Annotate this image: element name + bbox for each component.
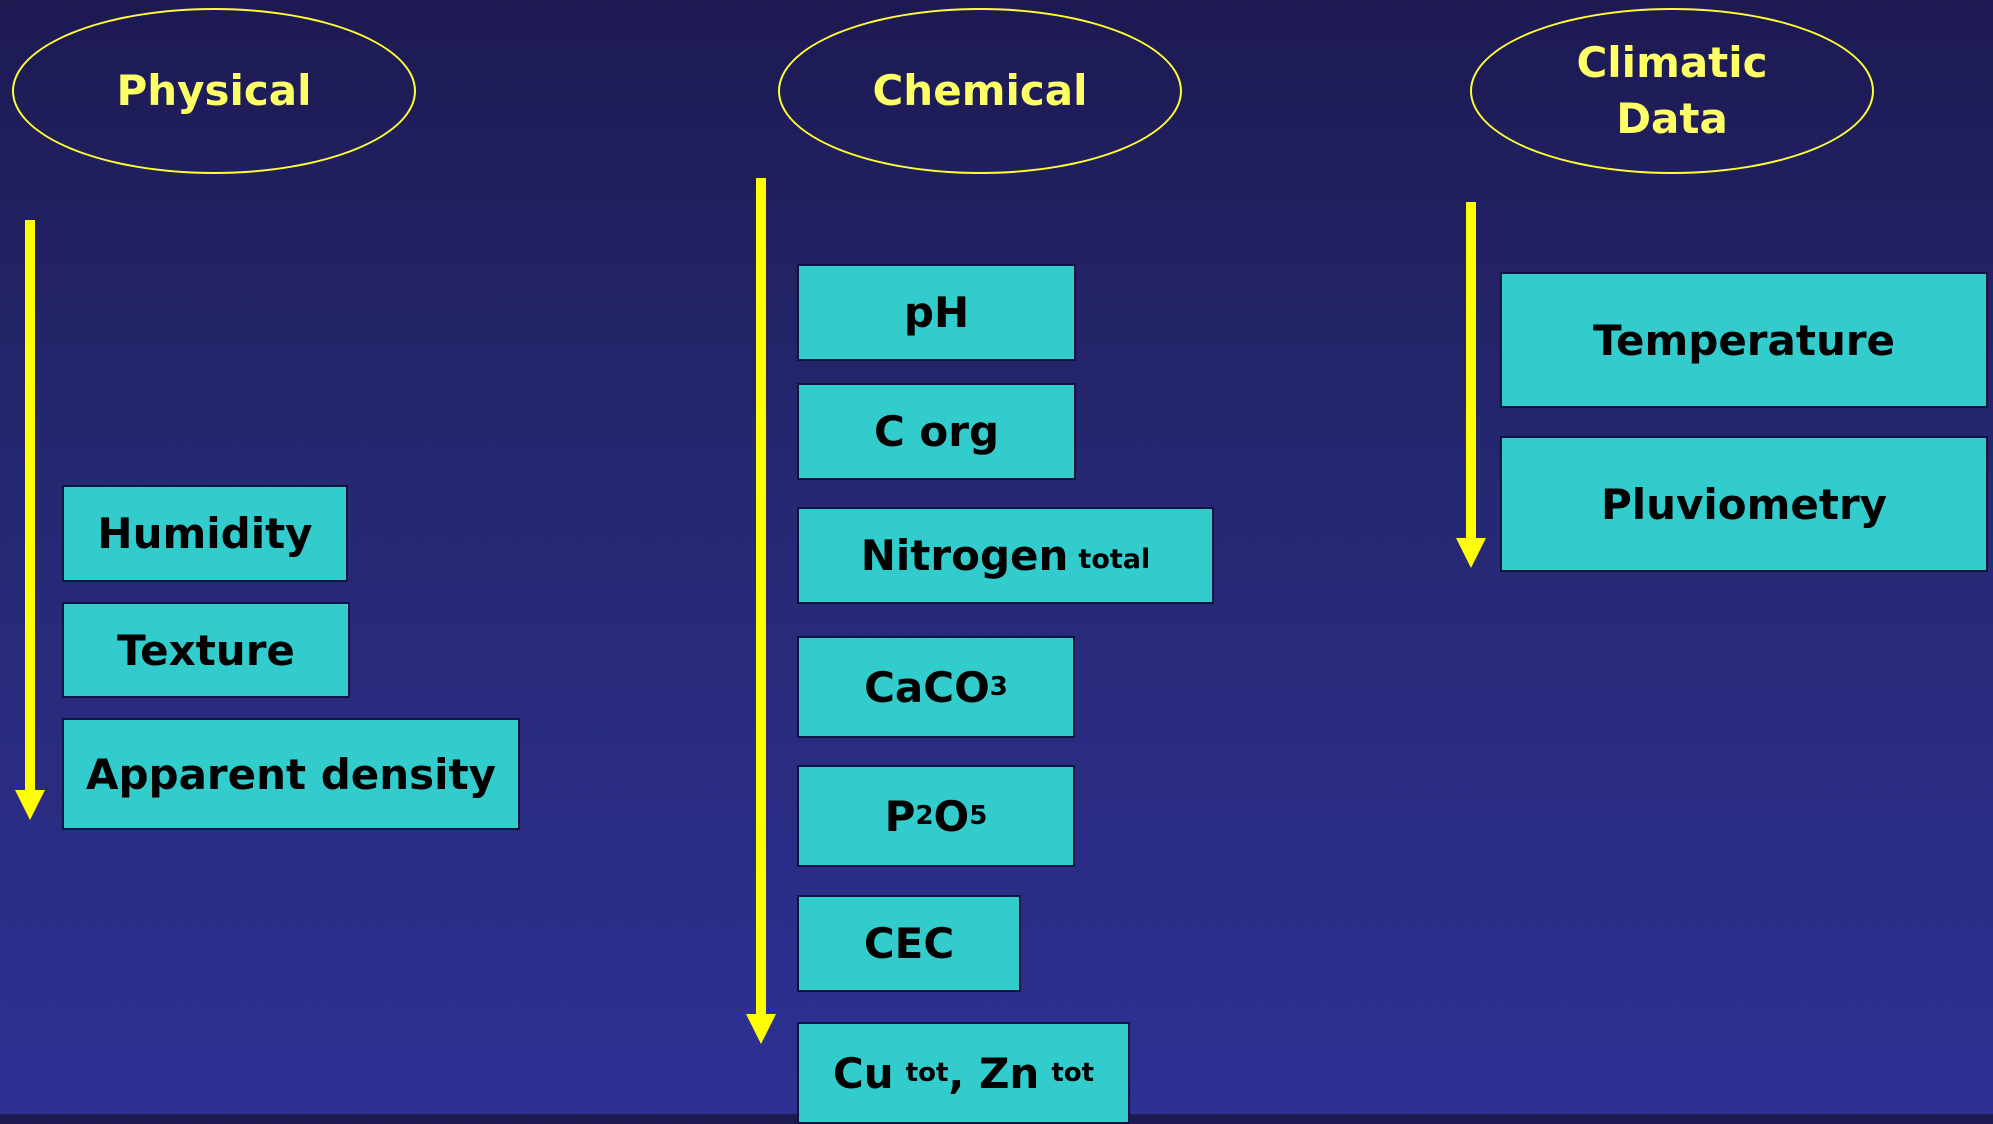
apparent-density-label: Apparent density (85, 749, 497, 799)
ph-box: pH (797, 264, 1076, 361)
cec-label: CEC (863, 919, 955, 968)
physical-header: Physical (12, 8, 416, 174)
pluviometry-label: Pluviometry (1600, 479, 1888, 529)
climatic-arrow (1451, 202, 1491, 568)
chemical-header: Chemical (778, 8, 1182, 174)
temperature-label: Temperature (1592, 315, 1896, 365)
ph-label: pH (903, 288, 970, 337)
humidity-box: Humidity (62, 485, 348, 582)
humidity-label: Humidity (97, 509, 313, 558)
chemical-title: Chemical (872, 66, 1088, 115)
nitrogen-label: Nitrogen (860, 531, 1069, 580)
physical-arrow (10, 220, 50, 820)
texture-box: Texture (62, 602, 350, 698)
nitrogen-box: Nitrogen total (797, 507, 1214, 604)
cec-box: CEC (797, 895, 1021, 992)
physical-title: Physical (116, 66, 312, 115)
climatic-header: Climatic Data (1470, 8, 1874, 174)
nitrogen-subscript: total (1078, 544, 1151, 575)
cu-subscript: tot (905, 1058, 949, 1088)
texture-label: Texture (117, 625, 295, 675)
apparent-density-box: Apparent density (62, 718, 520, 830)
cu-label: Cu (832, 1048, 894, 1098)
caco3-label: CaCO (864, 662, 990, 712)
temperature-box: Temperature (1500, 272, 1988, 408)
p2o5-o-label: O (933, 791, 970, 841)
p2o5-p-subscript: 2 (915, 801, 934, 831)
p2o5-p-label: P (884, 791, 916, 841)
caco3-subscript: 3 (989, 672, 1008, 702)
c-org-label: C org (873, 407, 1000, 456)
zn-label: , Zn (948, 1048, 1040, 1098)
pluviometry-box: Pluviometry (1500, 436, 1988, 572)
c-org-box: C org (797, 383, 1076, 480)
p2o5-o-subscript: 5 (969, 801, 988, 831)
chemical-arrow (741, 178, 781, 1044)
climatic-title: Climatic Data (1576, 38, 1768, 143)
zn-subscript: tot (1051, 1058, 1095, 1088)
